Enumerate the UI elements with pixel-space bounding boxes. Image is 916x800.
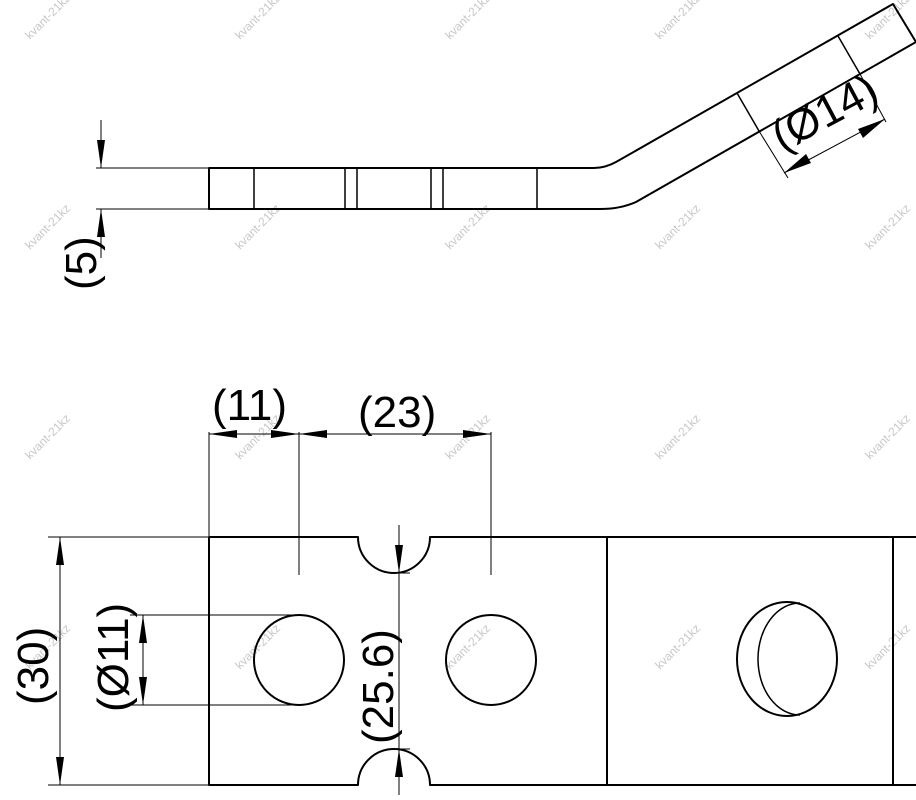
watermark-layer: kvant-21kz kvant-21kz kvant-21kz kvant-21kz… [22,0,913,672]
dimension-arrow [784,154,811,173]
watermark-text: kvant-21kz [22,0,73,42]
notch-gap-label: (25.6) [354,629,403,744]
bend-hole-inner-edge [757,602,801,716]
watermark-text: kvant-21kz [652,621,703,672]
watermark-text: kvant-21kz [652,411,703,462]
dimension-arrow [97,140,105,168]
hole-1 [253,614,345,706]
edge-to-hole-label: (11) [212,381,287,430]
dimension-arrow [56,537,64,565]
side-hole-line [837,35,861,75]
dimension-arrow [463,430,491,438]
hole-extension-line [859,73,887,123]
watermark-text: kvant-21kz [652,0,703,42]
side-hole-line [736,92,760,132]
bend-hole [736,601,838,717]
dimension-arrow [97,209,105,237]
dimension-arrow [299,430,327,438]
dimension-arrow [271,430,299,438]
front-view: (11) (23) (30) (Ø11) (25.6) [9,381,916,795]
dimension-arrow [395,545,403,573]
watermark-text: kvant-21kz [442,621,493,672]
hole-pitch-label: (23) [358,388,436,437]
watermark-text: kvant-21kz [232,0,283,42]
watermark-text: kvant-21kz [862,411,913,462]
dimension-arrow [209,430,237,438]
bend-hole-diameter-label: (Ø14) [764,65,886,161]
dimension-arrow [139,615,147,643]
watermark-text: kvant-21kz [862,621,913,672]
dimension-arrow [139,677,147,705]
watermark-text: kvant-21kz [442,0,493,42]
watermark-text: kvant-21kz [232,621,283,672]
watermark-text: kvant-21kz [652,201,703,252]
hole-extension-line [758,130,789,179]
hole-2 [445,614,537,706]
side-view-outline [208,3,916,210]
dimension-arrow [395,749,403,777]
thickness-label: (5) [57,236,106,290]
dimension-arrow [56,757,64,785]
side-view: (5) (Ø14) [57,3,916,290]
front-view-outline [208,536,916,786]
dimension-arrow [858,119,885,138]
hole-diameter-label: (Ø11) [89,603,138,712]
watermark-text: kvant-21kz [22,411,73,462]
width-label: (30) [9,627,58,705]
watermark-text: kvant-21kz [862,201,913,252]
